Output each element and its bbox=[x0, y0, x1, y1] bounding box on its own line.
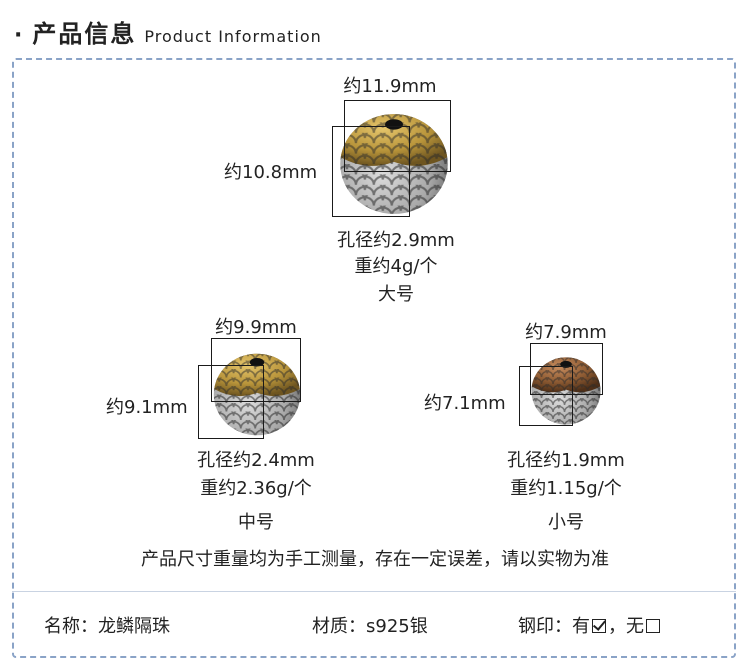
medium-width-box bbox=[211, 338, 301, 402]
stamp-no-checkbox-icon bbox=[646, 619, 660, 633]
footer-divider bbox=[12, 591, 736, 592]
stamp-yes-checkbox-icon bbox=[592, 619, 606, 633]
large-bead-image bbox=[340, 114, 448, 214]
large-height-box bbox=[332, 126, 410, 217]
medium-height-label: 约9.1mm bbox=[106, 397, 188, 418]
stamp-no-label: 无 bbox=[626, 616, 644, 637]
title-en: Product Information bbox=[144, 27, 322, 46]
medium-size-label: 中号 bbox=[238, 512, 274, 533]
small-hole-label: 孔径约1.9mm bbox=[507, 450, 625, 471]
bullet-dot: · bbox=[14, 23, 23, 48]
small-width-label: 约7.9mm bbox=[525, 322, 607, 343]
product-name: 名称：龙鳞隔珠 bbox=[44, 616, 170, 637]
info-frame bbox=[12, 58, 736, 658]
large-size-label: 大号 bbox=[378, 284, 414, 305]
medium-width-label: 约9.9mm bbox=[215, 317, 297, 338]
small-height-box bbox=[519, 366, 573, 426]
stamp-separator: ， bbox=[608, 616, 626, 637]
medium-hole-label: 孔径约2.4mm bbox=[197, 450, 315, 471]
large-width-label: 约11.9mm bbox=[343, 76, 437, 97]
stamp-info: 钢印：有 ，无 bbox=[518, 612, 662, 638]
small-height-label: 约7.1mm bbox=[424, 393, 506, 414]
small-weight-label: 重约1.15g/个 bbox=[510, 478, 622, 499]
stamp-yes-label: 有 bbox=[572, 616, 590, 637]
title-zh: 产品信息 bbox=[32, 20, 137, 48]
small-width-box bbox=[530, 343, 603, 395]
small-bead-image bbox=[531, 357, 601, 425]
large-width-box bbox=[344, 100, 451, 172]
stamp-label: 钢印： bbox=[518, 616, 572, 637]
medium-bead-image bbox=[213, 353, 301, 436]
large-height-label: 约10.8mm bbox=[224, 162, 318, 183]
small-size-label: 小号 bbox=[548, 512, 584, 533]
section-header: · 产品信息 Product Information bbox=[14, 14, 322, 54]
medium-weight-label: 重约2.36g/个 bbox=[200, 478, 312, 499]
measurement-note: 产品尺寸重量均为手工测量，存在一定误差，请以实物为准 bbox=[141, 549, 609, 570]
large-hole-label: 孔径约2.9mm bbox=[337, 230, 455, 251]
large-weight-label: 重约4g/个 bbox=[354, 256, 438, 277]
product-material: 材质：s925银 bbox=[312, 616, 428, 637]
medium-height-box bbox=[198, 365, 264, 439]
